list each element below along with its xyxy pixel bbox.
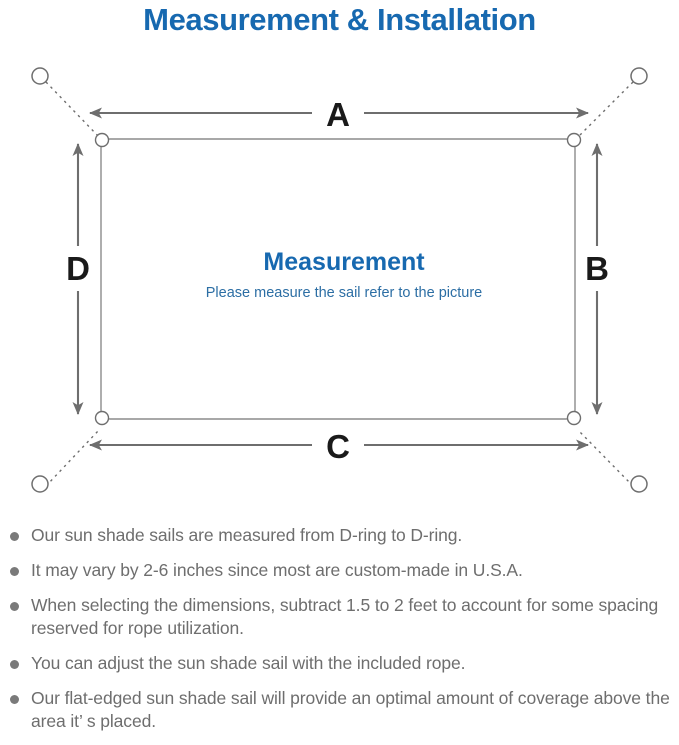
dimension-label-B: B: [585, 250, 609, 287]
note-text: Our sun shade sails are measured from D-…: [31, 525, 463, 545]
dimension-arrow-right: B: [585, 143, 609, 415]
list-item: You can adjust the sun shade sail with t…: [0, 652, 679, 675]
anchor-top-left: [31, 67, 49, 85]
bullet-icon: [10, 532, 19, 541]
note-text: You can adjust the sun shade sail with t…: [31, 653, 466, 673]
page-title: Measurement & Installation: [143, 2, 536, 37]
anchor-points: [31, 67, 648, 493]
d-ring-top-right: [566, 132, 582, 148]
rope-bottom-left: [45, 429, 100, 487]
anchor-bottom-right: [630, 475, 648, 493]
rope-top-right: [577, 81, 634, 138]
list-item: When selecting the dimensions, subtract …: [0, 594, 679, 640]
note-text: When selecting the dimensions, subtract …: [31, 595, 659, 638]
diagram-center-title: Measurement: [263, 248, 425, 276]
anchor-bottom-left: [31, 475, 49, 493]
dimension-arrow-left: D: [66, 143, 90, 415]
note-text: Our flat-edged sun shade sail will provi…: [31, 688, 670, 731]
sun-shade-sail-rectangle: [100, 138, 576, 420]
notes-list: Our sun shade sails are measured from D-…: [0, 524, 679, 745]
dimension-arrow-top: A: [89, 96, 589, 133]
bullet-icon: [10, 660, 19, 669]
dimension-label-A: A: [326, 96, 350, 133]
dimension-label-C: C: [326, 428, 350, 465]
dimension-arrow-bottom: C: [89, 428, 589, 465]
bullet-icon: [10, 695, 19, 704]
list-item: It may vary by 2-6 inches since most are…: [0, 559, 679, 582]
bullet-icon: [10, 602, 19, 611]
dimension-label-D: D: [66, 250, 90, 287]
d-rings: [94, 132, 582, 426]
diagram-center-subtitle: Please measure the sail refer to the pic…: [206, 285, 482, 301]
list-item: Our sun shade sails are measured from D-…: [0, 524, 679, 547]
list-item: Our flat-edged sun shade sail will provi…: [0, 687, 679, 733]
d-ring-top-left: [94, 132, 110, 148]
sail-measurement-diagram: A C D B Measurement Please me: [0, 48, 679, 518]
d-ring-bottom-left: [94, 410, 110, 426]
note-text: It may vary by 2-6 inches since most are…: [31, 560, 523, 580]
d-ring-bottom-right: [566, 410, 582, 426]
bullet-icon: [10, 567, 19, 576]
anchor-top-right: [630, 67, 648, 85]
rope-top-left: [45, 81, 100, 138]
rope-bottom-right: [577, 429, 634, 487]
